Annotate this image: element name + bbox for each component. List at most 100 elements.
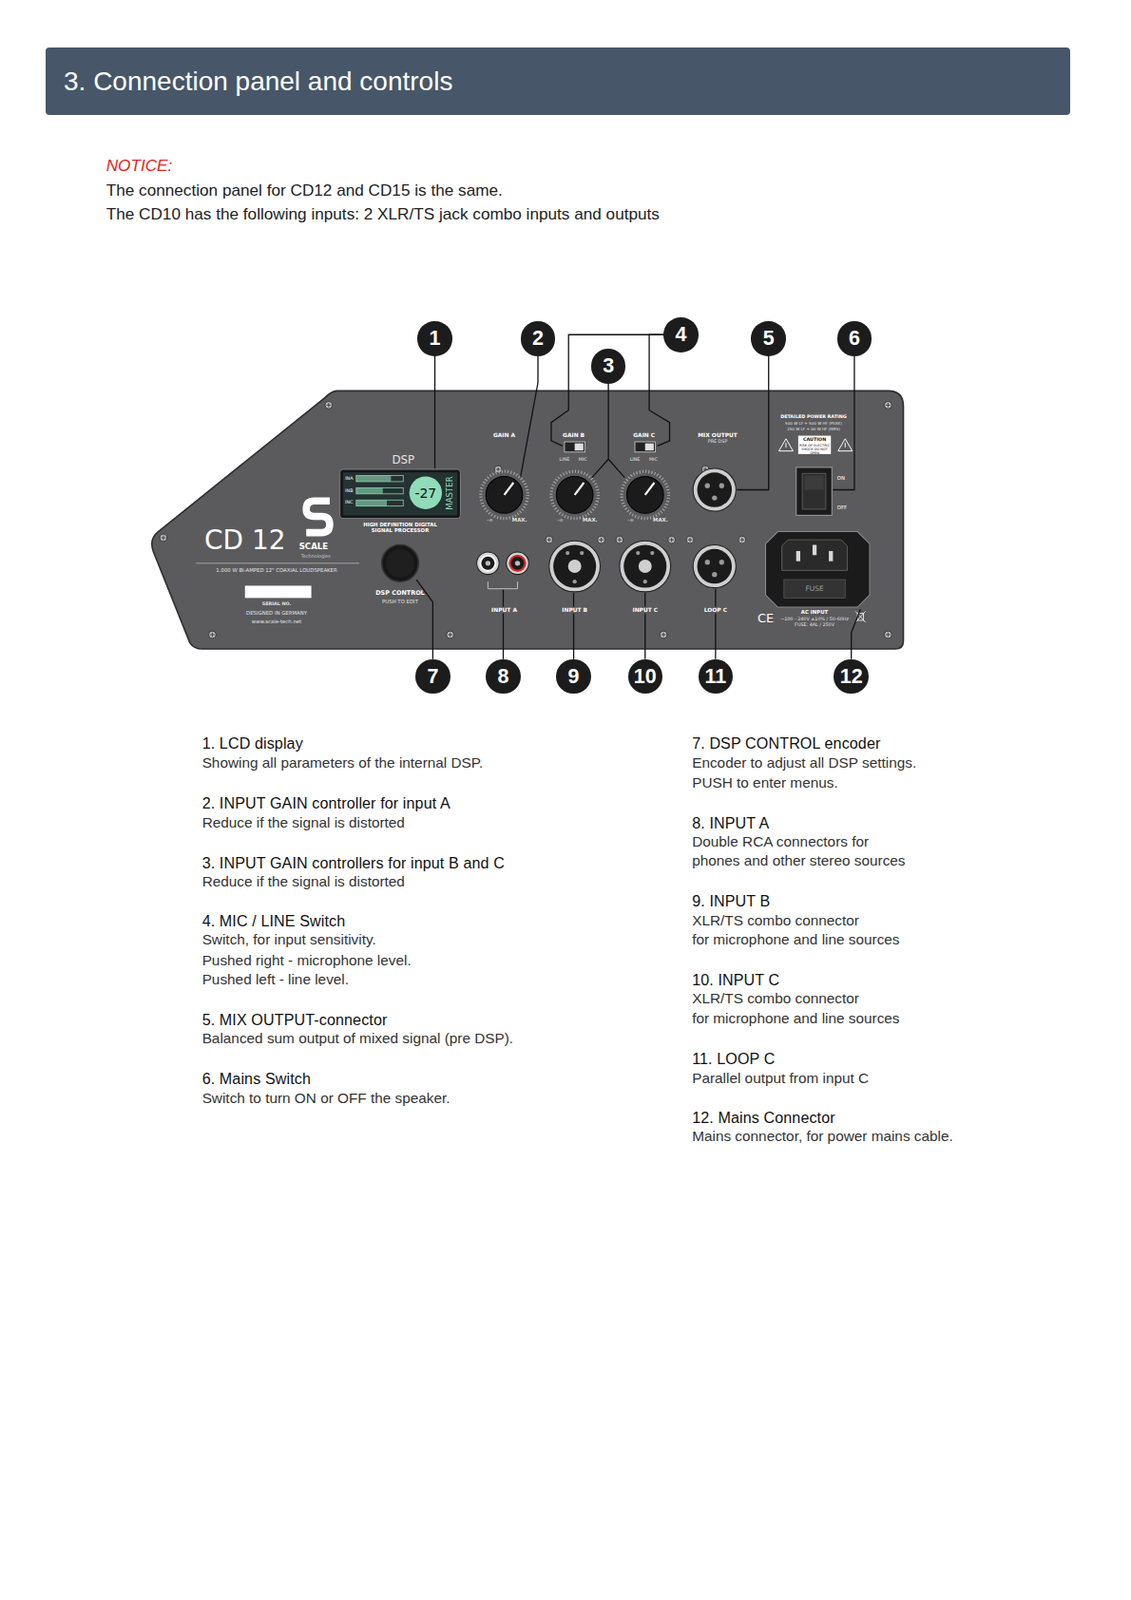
item-heading: 7. DSP CONTROL encoder <box>691 734 881 753</box>
title-band: 3. Connection panel and controls <box>45 47 1071 116</box>
gain-knobs <box>480 471 528 518</box>
item-heading: 8. INPUT A <box>691 813 769 832</box>
panel-label: RISK OF ELECTRIC SHOCK DO NOT OPEN <box>799 442 830 455</box>
combo-connectors <box>549 540 601 593</box>
callout-number: 6 <box>837 321 873 357</box>
lcd-display <box>409 477 442 510</box>
callout-number: 12 <box>833 659 869 695</box>
item-description: Encoder to adjust all DSP settings. <box>691 755 917 773</box>
xlr-connectors <box>719 559 725 565</box>
leader-lines <box>573 593 575 660</box>
combo-connectors <box>553 545 596 589</box>
panel-label: MAX. <box>582 517 598 523</box>
callout-number: 4 <box>663 317 699 353</box>
gain-knobs <box>621 471 669 518</box>
panel-label: www.scale-tech.net <box>251 618 302 625</box>
item-description: Pushed right - microphone level. <box>202 952 412 970</box>
notice-text: The connection panel for CD12 and CD15 i… <box>106 181 503 201</box>
callout-number: 1 <box>417 321 453 357</box>
screws <box>446 631 455 639</box>
xlr-connectors <box>705 559 710 565</box>
caution-box <box>798 436 831 455</box>
panel-label: MIX OUTPUT <box>697 431 738 439</box>
combo-connectors <box>619 540 671 593</box>
panel-label: PUSH TO EDIT <box>382 597 419 604</box>
leader-lines <box>736 356 768 491</box>
gain-knobs <box>480 471 670 518</box>
panel-label: PRE DSP <box>708 439 729 445</box>
panel-label: FUSE: 4AL / 250V <box>794 623 835 630</box>
panel-label: Technologies <box>301 555 331 561</box>
panel-label: DETAILED POWER RATING <box>780 414 847 421</box>
callout-text: 8 <box>498 665 510 690</box>
panel-label: CAUTION <box>803 437 826 443</box>
screws <box>597 536 606 544</box>
screws <box>659 631 668 639</box>
leader-lines <box>649 334 670 446</box>
rca-connectors <box>479 555 496 572</box>
panel-label: SCALE <box>299 542 328 553</box>
xlr-connectors <box>719 483 725 489</box>
ac-inlet <box>812 545 817 556</box>
item-heading: 12. Mains Connector <box>691 1109 836 1128</box>
callout-number: 11 <box>698 659 734 695</box>
panel-label: DSP <box>391 455 415 469</box>
callout-text: 4 <box>674 323 687 347</box>
item-heading: 2. INPUT GAIN controller for input A <box>202 794 451 813</box>
item-heading: 6. Mains Switch <box>202 1070 311 1089</box>
panel-label: 250 W LF + 60 W HF (RMS) <box>786 427 841 433</box>
item-heading: 5. MIX OUTPUT-connector <box>202 1011 388 1030</box>
panel-label: AC INPUT <box>801 609 828 615</box>
rca-connectors <box>487 581 518 590</box>
callout-text: 1 <box>429 326 441 351</box>
leader-lines <box>434 356 436 469</box>
leader-lines <box>714 589 716 660</box>
xlr-connectors <box>692 468 736 512</box>
gain-knobs <box>645 482 655 496</box>
warning-symbols <box>785 442 786 448</box>
rca-connectors <box>477 552 530 590</box>
panel-label: GAIN C <box>632 431 655 439</box>
xlr-connectors <box>711 495 717 500</box>
panel-label: INPUT B <box>560 607 589 614</box>
panel-label: DESIGNED IN GERMANY <box>246 610 307 616</box>
panel-label: LINE <box>630 458 641 464</box>
leader-lines <box>551 334 664 446</box>
panel-label: INB <box>345 488 353 495</box>
panel-label: MIC <box>578 458 588 464</box>
callout-text: 3 <box>602 354 614 379</box>
combo-connectors <box>635 551 640 556</box>
lcd-display <box>356 499 387 506</box>
lcd-display <box>343 472 458 516</box>
item-description: Switch, for input sensitivity. <box>202 931 377 949</box>
rca-connectors <box>506 552 530 576</box>
panel-label: INA <box>345 476 353 482</box>
gain-knobs <box>575 482 585 496</box>
callout-text: 2 <box>532 326 544 351</box>
rca-connectors <box>509 555 525 572</box>
leader-lines <box>416 334 861 660</box>
callout-number: 2 <box>520 321 556 357</box>
item-description: for microphone and line sources <box>691 1010 900 1028</box>
gain-knobs <box>626 477 664 515</box>
warning-symbols <box>778 439 793 452</box>
slide-switches <box>575 443 584 452</box>
item-description: XLR/TS combo connector <box>691 991 860 1009</box>
gain-knobs <box>485 477 523 515</box>
screws <box>884 402 893 410</box>
combo-connectors <box>573 579 577 584</box>
power-switch <box>802 473 826 510</box>
panel-label: 1.000 W BI-AMPED 12" COAXIAL LOUDSPEAKER <box>215 567 337 574</box>
callout-text: 11 <box>705 665 728 690</box>
ac-inlet <box>796 551 801 562</box>
screws <box>615 536 624 544</box>
panel-label: -∞ <box>486 517 493 523</box>
section-title: 3. Connection panel and controls <box>45 66 453 97</box>
leader-lines <box>592 383 625 479</box>
xlr-connectors <box>705 483 710 489</box>
ac-inlet <box>766 532 871 608</box>
lcd-display <box>340 469 461 519</box>
callout-number: 3 <box>591 348 627 384</box>
xlr-connectors <box>692 468 736 589</box>
